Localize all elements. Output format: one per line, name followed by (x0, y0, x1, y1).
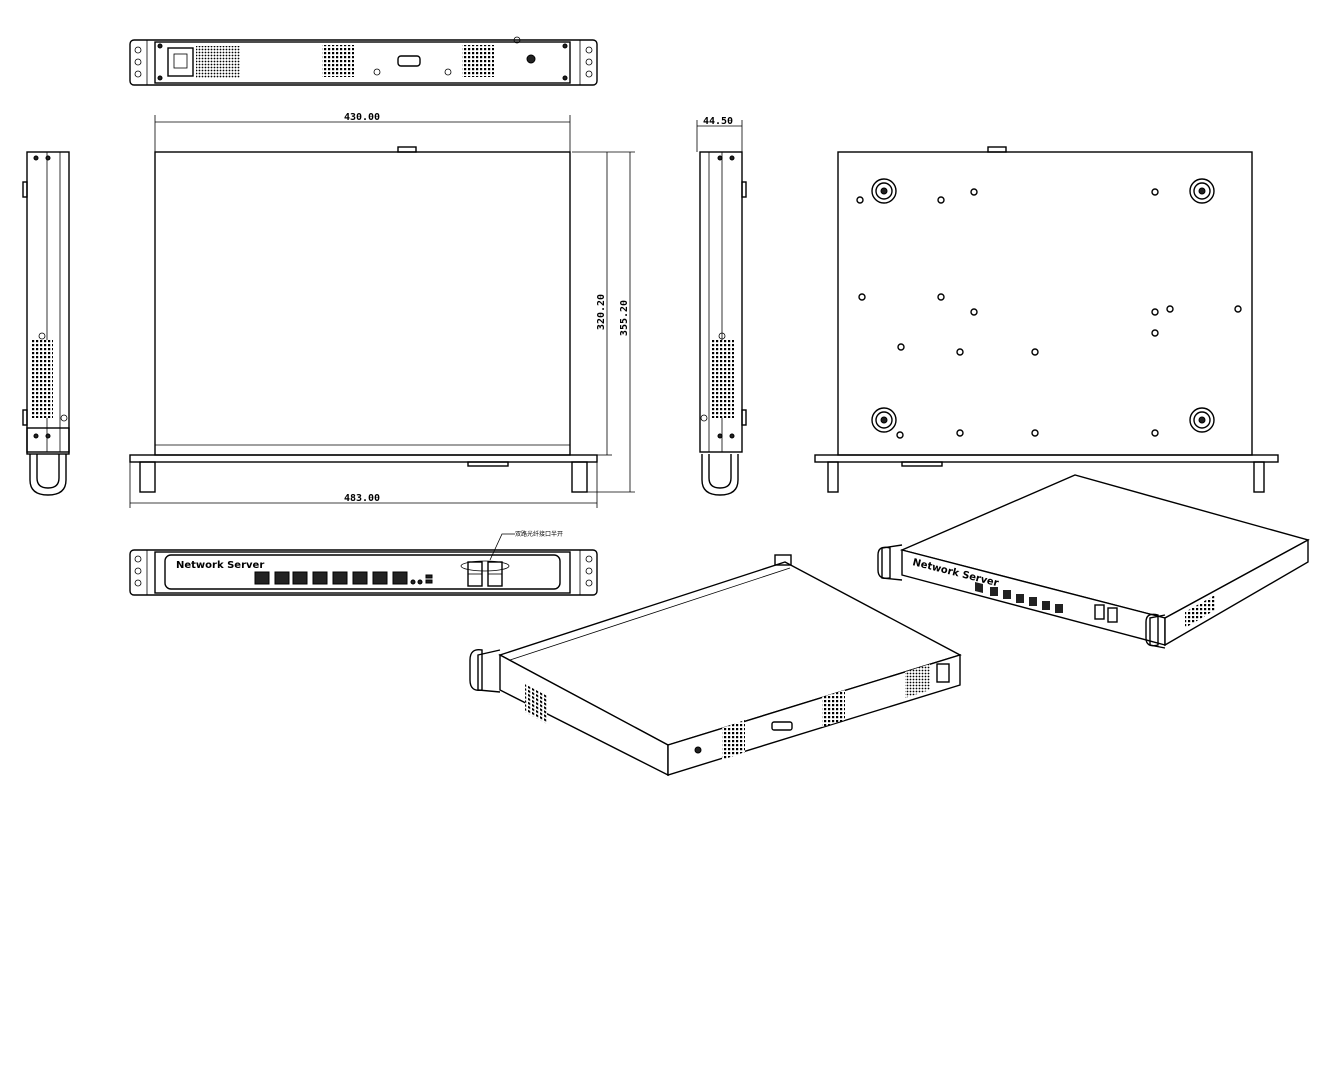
vent-grill-icon (322, 45, 354, 77)
power-inlet-icon (167, 47, 194, 77)
screw-holes (856, 188, 1242, 439)
bottom-view (814, 146, 1279, 493)
vent-grill-icon (462, 45, 494, 77)
fiber-annotation: 双路光纤接口半开 (515, 530, 563, 538)
dimension-width-overall: 483.00 (344, 493, 380, 504)
right-side-view: 44.50 (696, 116, 747, 496)
isometric-front-view: Network Server (877, 474, 1310, 649)
top-view: 430.00 483.00 320.20 355.20 (129, 112, 635, 508)
left-side-view (22, 151, 70, 496)
ethernet-ports (254, 571, 408, 585)
dimension-height: 44.50 (703, 116, 733, 127)
isometric-rear-view (469, 554, 962, 777)
rubber-feet (871, 178, 1215, 433)
dimension-depth-overall: 355.20 (619, 300, 630, 336)
serial-port-icon (397, 55, 421, 67)
dimension-depth-body: 320.20 (596, 294, 607, 330)
front-panel-label: Network Server (176, 560, 264, 571)
front-view: Network Server 双路光纤接口半开 (129, 530, 598, 596)
vent-grill-icon (196, 46, 240, 78)
fiber-ports (460, 560, 510, 587)
rear-view (129, 36, 598, 86)
dimension-width-body: 430.00 (344, 112, 380, 123)
